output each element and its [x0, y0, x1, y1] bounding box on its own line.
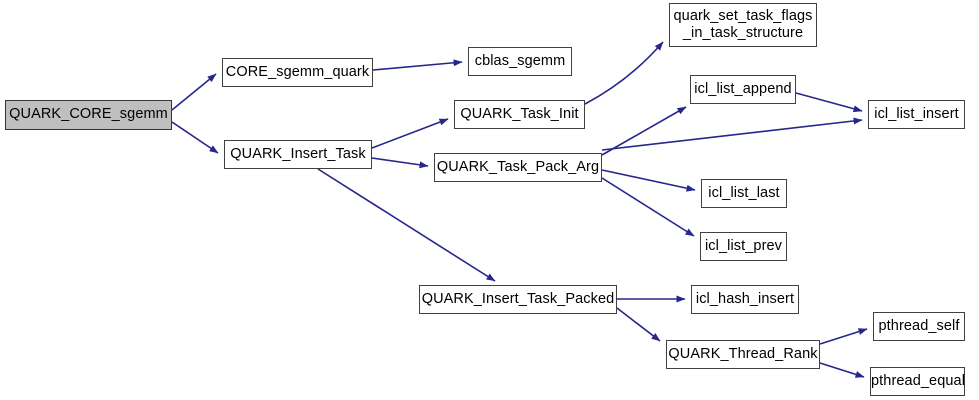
graph-node-label-quark_task_pack_arg: QUARK_Task_Pack_Arg [436, 158, 600, 175]
graph-edge-quark_insert_task_packed-to-quark_thread_rank [616, 307, 661, 342]
graph-edge-quark_insert_task-to-quark_insert_task_packed [317, 168, 496, 282]
graph-node-label-icl_list_prev: icl_list_prev [704, 237, 783, 254]
graph-node-pthread_equal[interactable]: pthread_equal [870, 367, 965, 396]
graph-node-cblas_sgemm[interactable]: cblas_sgemm [468, 47, 572, 76]
graph-node-quark_task_pack_arg[interactable]: QUARK_Task_Pack_Arg [434, 153, 602, 182]
graph-edge-quark_thread_rank-to-pthread_self [819, 328, 868, 345]
graph-node-quark_thread_rank[interactable]: QUARK_Thread_Rank [666, 340, 820, 369]
graph-node-quark_core_sgemm[interactable]: QUARK_CORE_sgemm [5, 100, 172, 130]
graph-edge-quark_insert_task-to-quark_task_init [371, 118, 449, 149]
graph-node-label-quark_task_init: QUARK_Task_Init [460, 105, 579, 122]
graph-edge-quark_thread_rank-to-pthread_equal [819, 362, 865, 378]
graph-node-label-quark_set_task_flags: quark_set_task_flags _in_task_structure [673, 7, 813, 41]
graph-edge-quark_insert_task-to-quark_task_pack_arg [371, 157, 429, 169]
graph-edge-quark_task_init-to-quark_set_task_flags [584, 41, 664, 105]
graph-node-label-quark_insert_task_packed: QUARK_Insert_Task_Packed [421, 290, 615, 307]
graph-node-icl_list_insert[interactable]: icl_list_insert [868, 100, 965, 129]
graph-node-pthread_self[interactable]: pthread_self [873, 312, 965, 341]
graph-edge-quark_task_pack_arg-to-icl_list_prev [601, 177, 695, 237]
graph-node-quark_set_task_flags[interactable]: quark_set_task_flags _in_task_structure [669, 3, 817, 47]
graph-node-label-pthread_self: pthread_self [878, 317, 960, 334]
graph-node-icl_hash_insert[interactable]: icl_hash_insert [691, 285, 799, 314]
graph-node-label-icl_list_insert: icl_list_insert [874, 105, 959, 122]
graph-edge-quark_core_sgemm-to-core_sgemm_quark [171, 73, 217, 111]
graph-node-label-quark_insert_task: QUARK_Insert_Task [230, 145, 366, 162]
graph-edges [171, 41, 868, 378]
graph-node-label-icl_list_append: icl_list_append [694, 80, 792, 97]
graph-node-label-icl_hash_insert: icl_hash_insert [695, 290, 795, 307]
graph-edge-quark_task_pack_arg-to-icl_list_last [601, 169, 696, 192]
graph-node-label-quark_core_sgemm: QUARK_CORE_sgemm [9, 106, 168, 123]
graph-node-icl_list_prev[interactable]: icl_list_prev [700, 232, 787, 261]
graph-node-label-quark_thread_rank: QUARK_Thread_Rank [668, 345, 818, 362]
graph-edge-icl_list_append-to-icl_list_insert [795, 92, 863, 113]
graph-node-label-pthread_equal: pthread_equal [871, 372, 966, 389]
graph-edge-quark_core_sgemm-to-quark_insert_task [171, 121, 219, 154]
graph-node-icl_list_last[interactable]: icl_list_last [701, 179, 787, 208]
graph-node-quark_insert_task[interactable]: QUARK_Insert_Task [224, 140, 372, 169]
graph-node-label-core_sgemm_quark: CORE_sgemm_quark [225, 63, 370, 80]
graph-node-core_sgemm_quark[interactable]: CORE_sgemm_quark [222, 58, 373, 87]
graph-node-icl_list_append[interactable]: icl_list_append [690, 75, 796, 104]
graph-edge-quark_task_pack_arg-to-icl_list_insert [601, 117, 863, 151]
graph-node-quark_insert_task_packed[interactable]: QUARK_Insert_Task_Packed [419, 285, 617, 314]
graph-edge-core_sgemm_quark-to-cblas_sgemm [372, 59, 463, 71]
graph-node-label-icl_list_last: icl_list_last [708, 184, 780, 201]
graph-edge-quark_task_pack_arg-to-icl_list_append [601, 106, 687, 156]
graph-node-label-cblas_sgemm: cblas_sgemm [474, 52, 566, 69]
graph-node-quark_task_init[interactable]: QUARK_Task_Init [454, 100, 585, 129]
